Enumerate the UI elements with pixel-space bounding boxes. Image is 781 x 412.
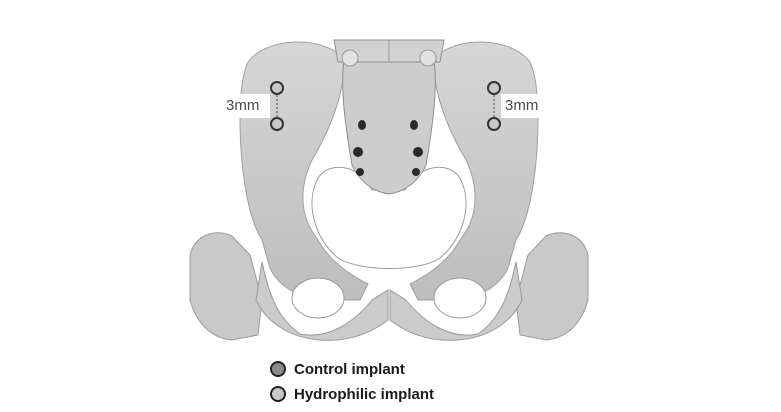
legend: Control implant Hydrophilic implant: [270, 358, 434, 408]
left-lower-implant-marker: [271, 118, 283, 130]
legend-item-hydrophilic: Hydrophilic implant: [270, 383, 434, 405]
right-upper-implant-marker: [488, 82, 500, 94]
legend-label: Hydrophilic implant: [294, 386, 434, 403]
control-implant-swatch: [270, 361, 286, 377]
left-femur: [190, 233, 262, 340]
left-vertebra-process: [342, 50, 358, 66]
legend-item-control: Control implant: [270, 358, 434, 380]
right-lower-implant-marker: [488, 118, 500, 130]
right-vertebra-process: [420, 50, 436, 66]
left-measurement-label: 3mm: [222, 94, 270, 118]
left-upper-implant-marker: [271, 82, 283, 94]
left-obturator: [292, 278, 344, 318]
right-obturator: [434, 278, 486, 318]
legend-label: Control implant: [294, 361, 405, 378]
right-femur: [516, 233, 588, 340]
hydrophilic-implant-swatch: [270, 386, 286, 402]
right-measurement-label: 3mm: [501, 94, 545, 118]
